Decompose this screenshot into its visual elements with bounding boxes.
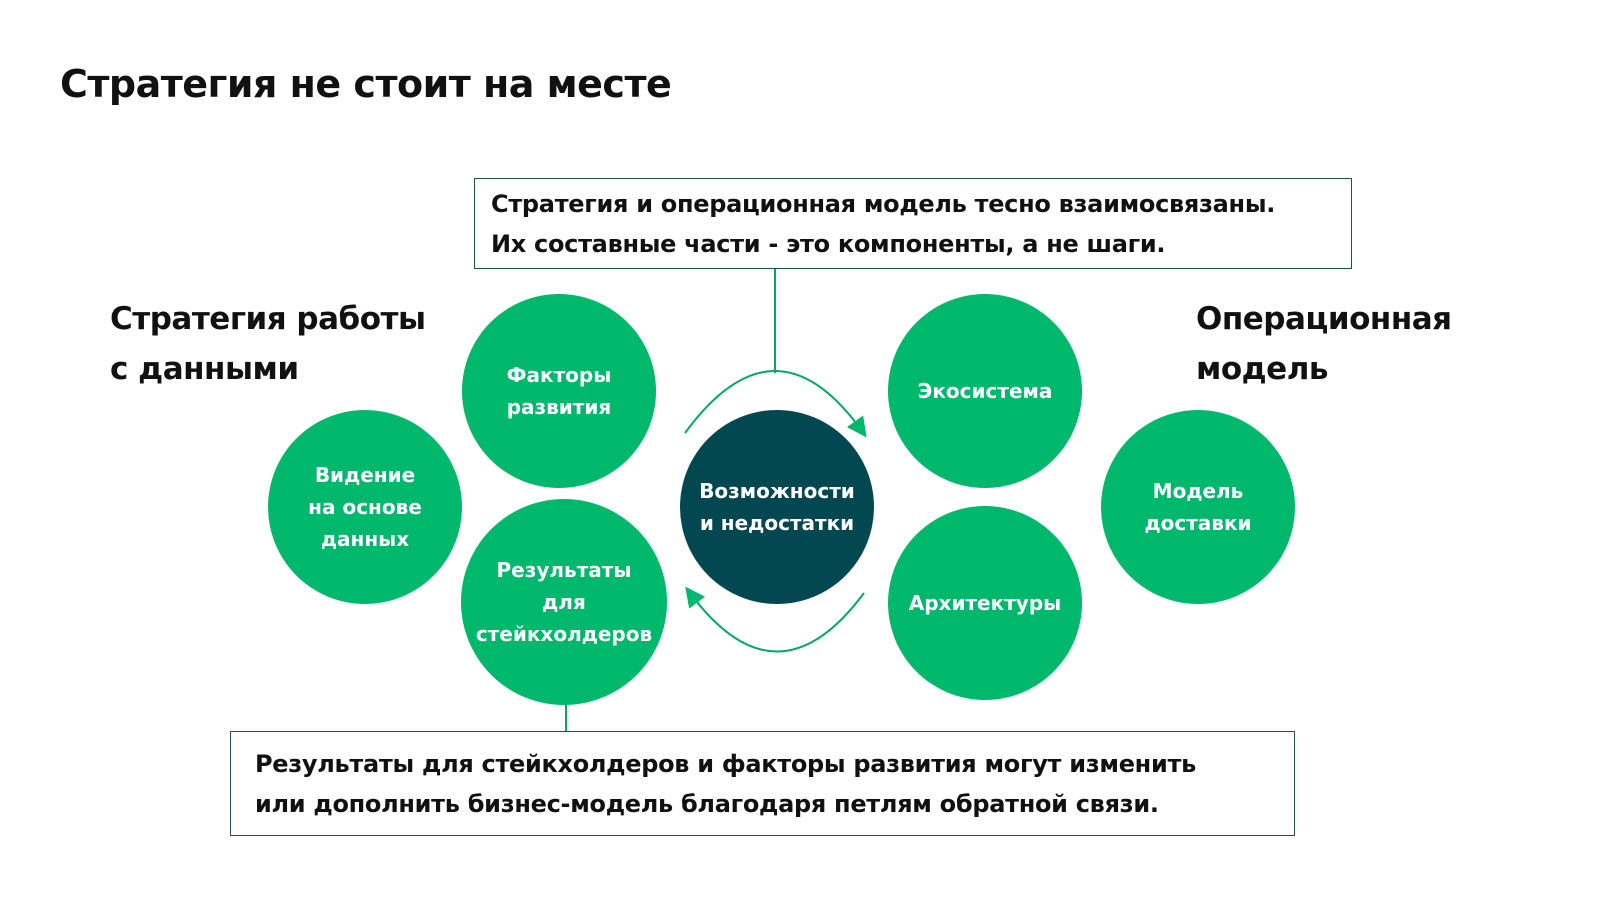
- note-line: или дополнить бизнес-модель благодаря пе…: [255, 789, 1159, 818]
- circle-ecosystem: Экосистема: [888, 294, 1082, 488]
- bottom-note-box: Результаты для стейкхолдеров и факторы р…: [230, 731, 1295, 836]
- data-strategy-heading: Стратегия работы с данными: [110, 294, 426, 394]
- note-line: Стратегия и операционная модель тесно вз…: [491, 189, 1276, 218]
- circle-results: Результаты для стейкхолдеров: [461, 499, 667, 705]
- circle-label: Видение: [314, 463, 416, 487]
- heading-line: модель: [1196, 351, 1329, 387]
- note-line: Их составные части - это компоненты, а н…: [491, 229, 1166, 258]
- circle-label: Экосистема: [917, 379, 1053, 403]
- circle-label: Архитектуры: [908, 591, 1062, 615]
- top-note-box: Стратегия и операционная модель тесно вз…: [474, 178, 1352, 269]
- circle-factors: Факторы развития: [462, 294, 656, 488]
- circle-label: данных: [320, 527, 410, 551]
- circle-label: развития: [506, 395, 612, 419]
- heading-line: с данными: [110, 351, 299, 387]
- circle-label: Возможности: [699, 479, 855, 503]
- circle-label: стейкхолдеров: [475, 622, 653, 646]
- bottom-cycle-arrow: [685, 586, 865, 653]
- circle-architectures: Архитектуры: [888, 506, 1082, 700]
- circle-label: доставки: [1144, 511, 1252, 535]
- heading-line: Стратегия работы: [110, 301, 426, 337]
- circle-label: Модель: [1152, 479, 1244, 503]
- heading-line: Операционная: [1196, 301, 1452, 337]
- circle-label: и недостатки: [699, 511, 855, 535]
- circle-label: для: [542, 590, 586, 614]
- note-line: Результаты для стейкхолдеров и факторы р…: [255, 749, 1196, 778]
- circle-center: Возможности и недостатки: [680, 410, 874, 604]
- circle-vision: Видение на основе данных: [268, 410, 462, 604]
- operating-model-heading: Операционная модель: [1196, 294, 1452, 394]
- circle-label: Результаты: [496, 558, 632, 582]
- circle-delivery: Модель доставки: [1101, 410, 1295, 604]
- top-cycle-arrow: [684, 370, 867, 438]
- circle-label: на основе: [308, 495, 422, 519]
- page-title: Стратегия не стоит на месте: [60, 62, 672, 106]
- circle-label: Факторы: [506, 363, 612, 387]
